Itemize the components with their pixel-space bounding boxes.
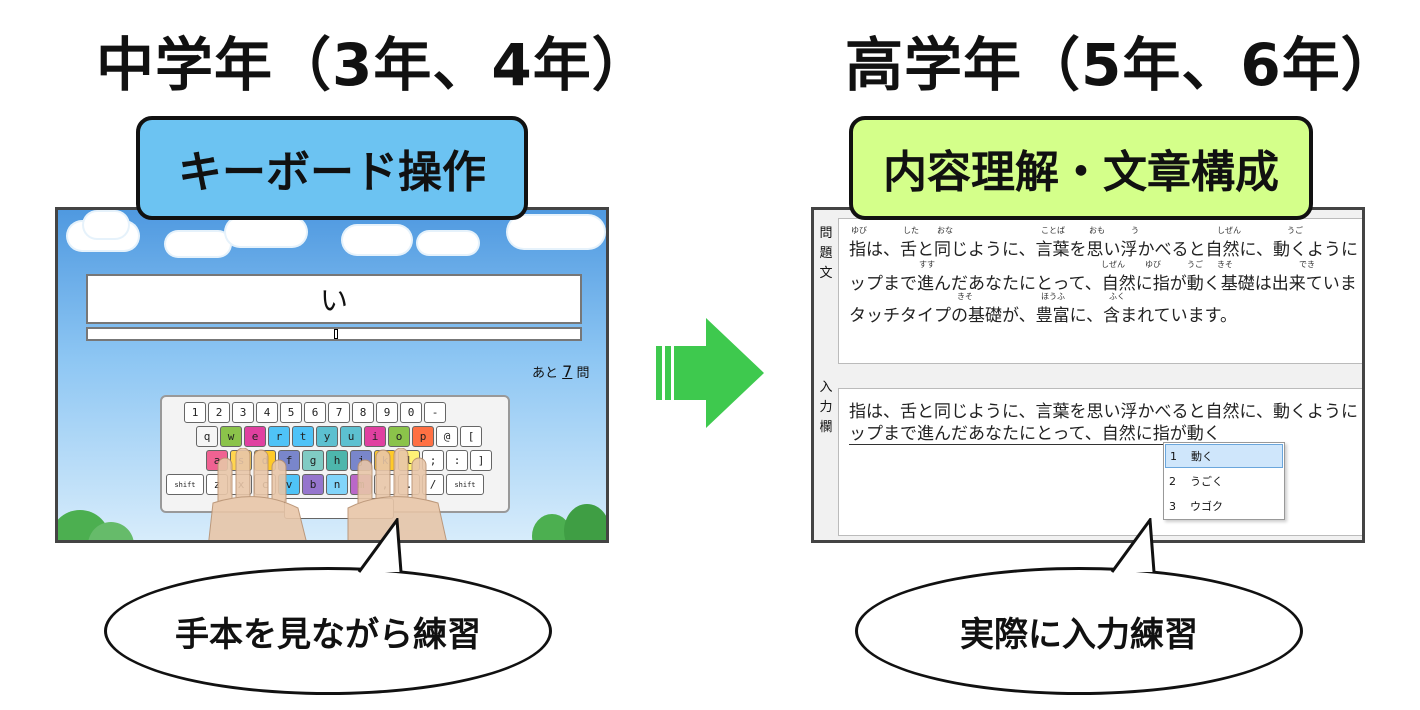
key: q [196, 426, 218, 447]
remaining-prefix: あと [532, 366, 559, 381]
key: y [316, 426, 338, 447]
key: t [292, 426, 314, 447]
key: 9 [376, 402, 398, 423]
question-line: タッチタイプの基礎が、豊富に、含まれています。 [849, 306, 1237, 326]
key: 8 [352, 402, 374, 423]
key: : [446, 450, 468, 471]
cloud [418, 232, 478, 254]
left-speech-bubble: 手本を見ながら練習 [104, 567, 552, 695]
key: p [412, 426, 434, 447]
input-line: ップまで進んだあなたにとって、自然に指が動く [849, 419, 1221, 445]
answer-display: い [86, 274, 582, 324]
key: w [220, 426, 242, 447]
right-bubble-text: 実際に入力練習 [960, 614, 1198, 655]
key: 6 [304, 402, 326, 423]
key: r [268, 426, 290, 447]
key: 5 [280, 402, 302, 423]
key: @ [436, 426, 458, 447]
hands-illustration [208, 448, 447, 540]
right-speech-bubble: 実際に入力練習 [855, 567, 1303, 695]
left-bubble-text: 手本を見ながら練習 [175, 614, 481, 655]
question-line: ップまで進んだあなたにとって、自然に指が動く基礎は出来ていま [849, 274, 1357, 294]
bush [564, 504, 606, 540]
question-label: 問 題 文 [819, 226, 833, 281]
bush [88, 522, 134, 540]
key: 7 [328, 402, 350, 423]
left-bubble-tail [357, 518, 403, 573]
cloud [84, 212, 128, 238]
typing-game-screen: い あと 7 問 1234567890-qwertyuiop@[asdfghjk… [55, 207, 609, 543]
key: 2 [208, 402, 230, 423]
key: shift [166, 474, 204, 495]
question-line: 指は、舌と同じように、言葉を思い浮かべると自然に、動くように [849, 240, 1358, 260]
writing-practice-screen: 問 題 文 ゆび した おな ことば おも う しぜん うご 指は、舌と同じよう… [811, 207, 1365, 543]
cloud [343, 226, 411, 254]
remaining-count: あと 7 問 [532, 362, 590, 381]
left-heading: 中学年（3年、4年） [96, 31, 651, 99]
remaining-number: 7 [562, 362, 573, 381]
key: b [302, 474, 324, 495]
keyboard-operation-tag: キーボード操作 [136, 116, 528, 220]
cloud [166, 232, 230, 256]
key: 4 [256, 402, 278, 423]
comprehension-tag: 内容理解・文章構成 [849, 116, 1313, 220]
key: 0 [400, 402, 422, 423]
key: h [326, 450, 348, 471]
key: 1 [184, 402, 206, 423]
key: o [388, 426, 410, 447]
key: ] [470, 450, 492, 471]
right-heading: 高学年（5年、6年） [845, 31, 1400, 99]
key: 3 [232, 402, 254, 423]
question-text-panel: ゆび した おな ことば おも う しぜん うご 指は、舌と同じように、言葉を思… [838, 218, 1362, 364]
key: n [326, 474, 348, 495]
key: u [340, 426, 362, 447]
key: i [364, 426, 386, 447]
arrow-right-icon [656, 318, 764, 428]
key: - [424, 402, 446, 423]
key: e [244, 426, 266, 447]
right-bubble-tail [1110, 518, 1156, 573]
cloud [508, 216, 604, 248]
input-text-field[interactable]: 指は、舌と同じように、言葉を思い浮かべると自然に、動くように ップまで進んだあな… [838, 388, 1362, 536]
progress-bar [86, 327, 582, 341]
key: [ [460, 426, 482, 447]
input-line: 指は、舌と同じように、言葉を思い浮かべると自然に、動くように [849, 402, 1358, 422]
input-label: 入 力 欄 [819, 380, 833, 435]
progress-cursor [334, 329, 338, 339]
remaining-suffix: 問 [576, 366, 590, 381]
key: g [302, 450, 324, 471]
key: shift [446, 474, 484, 495]
cloud [226, 218, 306, 246]
answer-char: い [319, 284, 348, 317]
